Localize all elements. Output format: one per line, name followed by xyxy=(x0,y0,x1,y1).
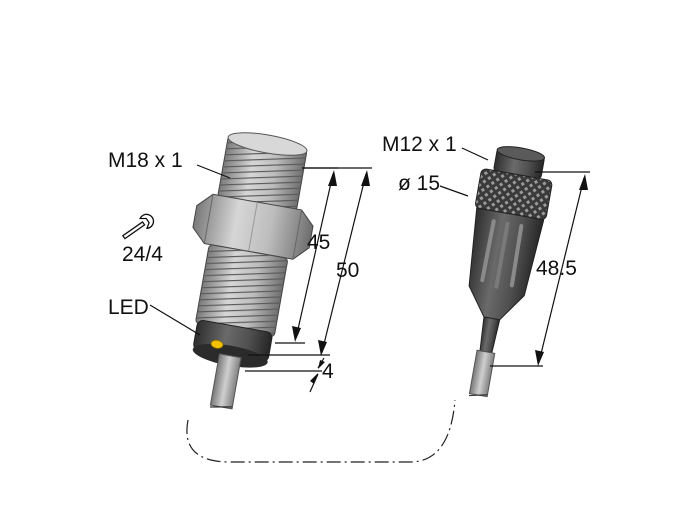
cable-connector xyxy=(468,146,553,398)
sensor-thread-label: M18 x 1 xyxy=(108,149,183,172)
leader-connector-diameter xyxy=(439,185,469,197)
connector-thread-label: M12 x 1 xyxy=(382,133,457,156)
dim-45-label: 45 xyxy=(307,231,330,254)
dimension-48-5 xyxy=(490,171,590,367)
connector-cable xyxy=(468,349,496,398)
leader-led xyxy=(149,304,201,336)
led-label: LED xyxy=(108,296,149,319)
proximity-sensor xyxy=(192,132,314,410)
dimension-4 xyxy=(245,357,325,393)
led-indicator xyxy=(210,339,224,349)
leader-sensor-thread xyxy=(196,164,231,179)
dim-48-5-label: 48.5 xyxy=(536,257,577,280)
dim-4-label: 4 xyxy=(322,360,334,383)
wrench-size-label: 24/4 xyxy=(122,243,163,266)
leader-connector-thread xyxy=(461,147,489,161)
dimension-50 xyxy=(248,167,372,356)
dim-50-label: 50 xyxy=(336,259,359,282)
cable-link-line xyxy=(186,399,456,463)
wrench-icon xyxy=(121,213,155,240)
connector-diameter-label: ø 15 xyxy=(398,172,440,195)
